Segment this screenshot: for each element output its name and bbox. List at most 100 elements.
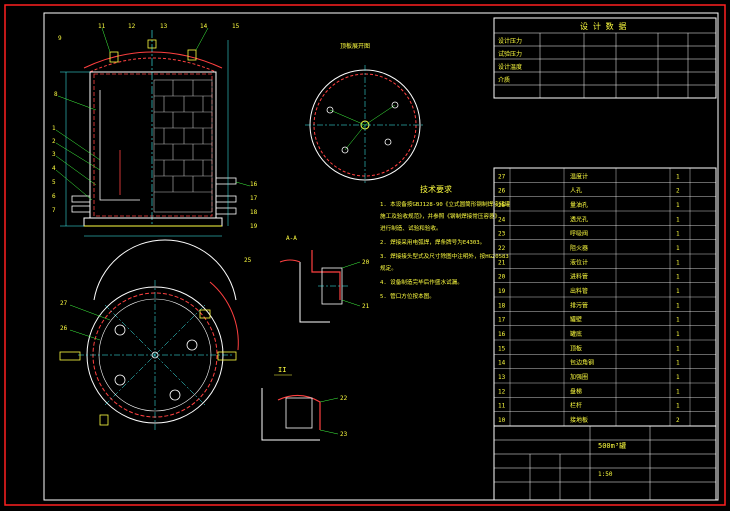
inner-frame <box>43 12 719 501</box>
balloon-27: 27 <box>60 300 68 307</box>
balloon-11: 11 <box>98 23 106 30</box>
balloon-17: 17 <box>250 195 258 202</box>
parts-cell-no: 20 <box>498 274 506 281</box>
parts-cell-qty: 1 <box>676 374 680 381</box>
balloon-20: 20 <box>362 259 370 266</box>
balloon-7: 7 <box>52 207 56 214</box>
parts-cell-name: 罐壁 <box>570 316 582 324</box>
parts-cell-name: 进料管 <box>570 273 588 281</box>
balloon-6: 6 <box>52 193 56 200</box>
parts-cell-no: 22 <box>498 245 506 252</box>
tech-req-line-7: 4. 设备制造完毕后作盛水试漏。 <box>380 278 463 286</box>
balloon-5: 5 <box>52 179 56 186</box>
balloon-19: 19 <box>250 223 258 230</box>
parts-cell-name: 接地板 <box>570 416 588 424</box>
design-row-label-3: 设计温度 <box>498 63 522 71</box>
parts-cell-no: 23 <box>498 231 506 238</box>
detail-ii: II 22 23 <box>261 366 348 441</box>
parts-cell-qty: 1 <box>676 245 680 252</box>
tech-req-line-2: 施工及验收规范》，并参照《钢制焊接常压容器》 <box>380 212 500 220</box>
outer-frame <box>4 4 726 506</box>
parts-cell-no: 15 <box>498 345 506 352</box>
tech-req-line-8: 5. 管口方位按本图。 <box>380 292 435 300</box>
roof-plan-title: 顶板展开图 <box>340 42 370 50</box>
parts-cell-qty: 1 <box>676 216 680 223</box>
parts-cell-no: 11 <box>498 403 506 410</box>
design-row-label-4: 介质 <box>498 76 510 84</box>
title-block-volume: 500m³罐 <box>598 441 626 450</box>
parts-cell-name: 加强圈 <box>570 373 588 381</box>
parts-cell-name: 阻火器 <box>570 244 588 252</box>
parts-cell-no: 16 <box>498 331 506 338</box>
title-block-scale: 1:50 <box>598 471 613 478</box>
parts-cell-no: 12 <box>498 388 506 395</box>
balloon-8: 8 <box>54 91 58 98</box>
parts-cell-no: 24 <box>498 216 506 223</box>
balloon-22: 22 <box>340 395 348 402</box>
parts-cell-qty: 1 <box>676 231 680 238</box>
parts-cell-name: 包边角钢 <box>570 359 594 367</box>
balloon-15: 15 <box>232 23 240 30</box>
section-aa: A-A 20 21 <box>279 235 370 323</box>
parts-cell-qty: 1 <box>676 202 680 209</box>
parts-cell-name: 透光孔 <box>570 215 588 223</box>
section-aa-label: A-A <box>286 235 297 242</box>
design-row-label-2: 试验压力 <box>498 50 522 58</box>
balloon-25: 25 <box>244 257 252 264</box>
parts-cell-no: 13 <box>498 374 506 381</box>
parts-cell-qty: 1 <box>676 331 680 338</box>
balloon-16: 16 <box>250 181 258 188</box>
roof-plan-view: 顶板展开图 <box>305 42 425 185</box>
balloon-21: 21 <box>362 303 370 310</box>
tech-req-line-1: 1. 本设备按GBJ128-90《立式圆筒形钢制焊接储罐 <box>380 200 510 208</box>
design-data-table: 设 计 数 据 设计压力 试验压力 设计温度 介质 <box>493 17 717 99</box>
parts-cell-qty: 1 <box>676 403 680 410</box>
balloon-1: 1 <box>52 125 56 132</box>
parts-cell-no: 25 <box>498 202 506 209</box>
parts-cell-name: 温度计 <box>570 172 588 180</box>
parts-cell-name: 盘梯 <box>570 387 582 395</box>
parts-cell-no: 18 <box>498 302 506 309</box>
tech-req-line-5: 3. 焊接接头型式及尺寸除图中注明外，按HG20583 <box>380 252 509 260</box>
parts-cell-qty: 1 <box>676 173 680 180</box>
parts-cell-name: 量油孔 <box>570 201 588 209</box>
parts-cell-no: 27 <box>498 173 506 180</box>
parts-cell-qty: 1 <box>676 274 680 281</box>
parts-cell-qty: 1 <box>676 388 680 395</box>
parts-cell-qty: 2 <box>676 417 680 424</box>
tech-req-line-6: 规定。 <box>380 264 397 272</box>
parts-cell-qty: 1 <box>676 360 680 367</box>
parts-cell-no: 26 <box>498 188 506 195</box>
parts-cell-name: 排污管 <box>570 301 588 309</box>
parts-cell-qty: 1 <box>676 288 680 295</box>
balloon-26: 26 <box>60 325 68 332</box>
parts-cell-name: 液位计 <box>570 258 588 266</box>
tank-plan-view: 27 26 25 <box>59 239 252 430</box>
parts-cell-name: 栏杆 <box>570 402 582 410</box>
balloon-4: 4 <box>52 165 56 172</box>
parts-cell-qty: 1 <box>676 259 680 266</box>
parts-cell-no: 14 <box>498 360 506 367</box>
parts-cell-qty: 2 <box>676 188 680 195</box>
balloon-3: 3 <box>52 151 56 158</box>
balloon-2: 2 <box>52 138 56 145</box>
parts-cell-no: 19 <box>498 288 506 295</box>
parts-cell-name: 顶板 <box>570 344 582 352</box>
parts-cell-no: 21 <box>498 259 506 266</box>
balloon-9: 9 <box>58 35 62 42</box>
parts-cell-name: 出料管 <box>570 287 588 295</box>
parts-cell-no: 10 <box>498 417 506 424</box>
title-block: 500m³罐 1:50 <box>493 425 717 501</box>
balloon-18: 18 <box>250 209 258 216</box>
parts-cell-no: 17 <box>498 317 506 324</box>
parts-cell-name: 人孔 <box>570 187 582 195</box>
balloon-13: 13 <box>160 23 168 30</box>
balloon-23: 23 <box>340 431 348 438</box>
design-row-label-1: 设计压力 <box>498 37 522 45</box>
parts-cell-qty: 1 <box>676 345 680 352</box>
tech-req-line-4: 2. 焊接采用电弧焊，焊条牌号为E4303。 <box>380 238 485 246</box>
tech-req-line-3: 进行制造、试验和验收。 <box>380 224 442 232</box>
